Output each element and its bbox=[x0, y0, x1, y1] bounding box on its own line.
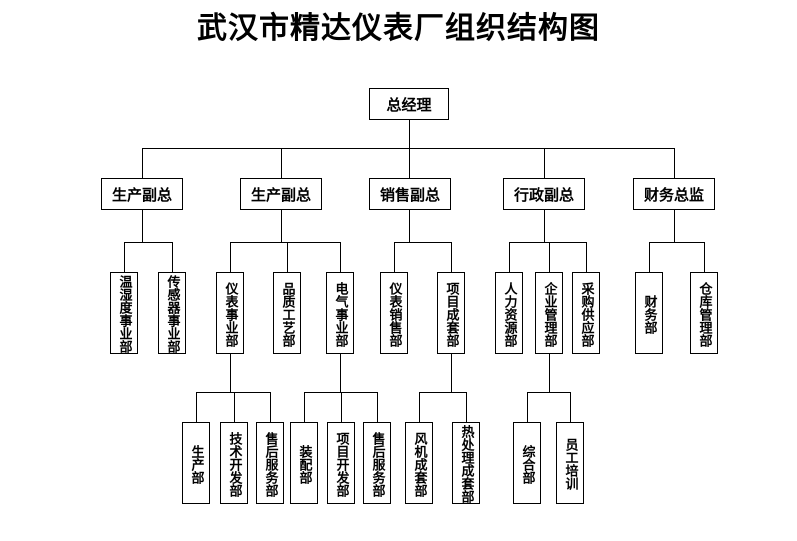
org-node-dept-temp-humid[interactable]: 温湿度事业部 bbox=[110, 272, 138, 354]
connector-drop-vp-prod-1-1 bbox=[172, 242, 173, 272]
connector-bus-vp-sales bbox=[394, 242, 451, 243]
connector-stem-dept-project-set bbox=[451, 354, 452, 392]
org-node-dept-sensor[interactable]: 传感器事业部 bbox=[158, 272, 186, 354]
connector-root-bus bbox=[142, 148, 674, 149]
connector-bus-vp-prod-2 bbox=[230, 242, 340, 243]
connector-drop-dept-enterprise-mgmt-1 bbox=[570, 392, 571, 422]
org-node-dept-project-set[interactable]: 项目成套部 bbox=[437, 272, 465, 354]
org-node-dept-assembly[interactable]: 装配部 bbox=[290, 422, 318, 504]
org-node-dept-fan-set[interactable]: 风机成套部 bbox=[405, 422, 433, 504]
org-node-dept-production[interactable]: 生产部 bbox=[182, 422, 210, 504]
org-node-dept-finance[interactable]: 财务部 bbox=[635, 272, 663, 354]
connector-stem-dept-electric bbox=[340, 354, 341, 392]
connector-drop-dept-enterprise-mgmt-0 bbox=[527, 392, 528, 422]
connector-stem-vp-admin bbox=[544, 210, 545, 242]
connector-bus-vp-prod-1 bbox=[124, 242, 172, 243]
connector-drop-vp-admin-2 bbox=[586, 242, 587, 272]
connector-bus-dept-enterprise-mgmt bbox=[527, 392, 570, 393]
org-node-cfo[interactable]: 财务总监 bbox=[633, 178, 715, 210]
connector-drop-dept-electric-1 bbox=[341, 392, 342, 422]
org-node-dept-staff-training[interactable]: 员工培训 bbox=[556, 422, 584, 504]
org-node-dept-enterprise-mgmt[interactable]: 企业管理部 bbox=[535, 272, 563, 354]
org-node-vp-admin[interactable]: 行政副总 bbox=[503, 178, 585, 210]
connector-drop-dept-project-set-1 bbox=[466, 392, 467, 422]
org-node-dept-electric[interactable]: 电气事业部 bbox=[326, 272, 354, 354]
connector-drop-dept-instrument-2 bbox=[270, 392, 271, 422]
org-node-dept-project-dev[interactable]: 项目开发部 bbox=[327, 422, 355, 504]
connector-stem-vp-sales bbox=[409, 210, 410, 242]
org-node-vp-prod-1[interactable]: 生产副总 bbox=[101, 178, 183, 210]
org-node-vp-prod-2[interactable]: 生产副总 bbox=[240, 178, 322, 210]
connector-drop-vp-sales-0 bbox=[394, 242, 395, 272]
org-node-root[interactable]: 总经理 bbox=[369, 88, 449, 120]
connector-drop-dept-project-set-0 bbox=[419, 392, 420, 422]
connector-root-drop-4 bbox=[674, 148, 675, 178]
connector-drop-vp-prod-2-0 bbox=[230, 242, 231, 272]
org-node-dept-purchasing[interactable]: 采购供应部 bbox=[572, 272, 600, 354]
org-node-dept-aftersales-1[interactable]: 售后服务部 bbox=[256, 422, 284, 504]
connector-stem-vp-prod-2 bbox=[281, 210, 282, 242]
org-node-dept-rnd[interactable]: 技术开发部 bbox=[220, 422, 248, 504]
org-node-dept-instrument-sales[interactable]: 仪表销售部 bbox=[380, 272, 408, 354]
connector-stem-dept-instrument bbox=[230, 354, 231, 392]
connector-root-stem bbox=[409, 120, 410, 148]
connector-bus-dept-project-set bbox=[419, 392, 466, 393]
org-node-dept-heat-treat-set[interactable]: 热处理成套部 bbox=[452, 422, 480, 504]
connector-drop-cfo-0 bbox=[649, 242, 650, 272]
page-title: 武汉市精达仪表厂组织结构图 bbox=[197, 11, 600, 46]
connector-bus-vp-admin bbox=[509, 242, 586, 243]
connector-root-drop-3 bbox=[544, 148, 545, 178]
connector-root-drop-1 bbox=[281, 148, 282, 178]
connector-root-drop-2 bbox=[409, 148, 410, 178]
connector-drop-vp-admin-1 bbox=[549, 242, 550, 272]
org-node-dept-warehouse[interactable]: 仓库管理部 bbox=[690, 272, 718, 354]
connector-drop-dept-instrument-1 bbox=[234, 392, 235, 422]
connector-bus-dept-electric bbox=[304, 392, 377, 393]
connector-drop-cfo-1 bbox=[704, 242, 705, 272]
connector-drop-vp-admin-0 bbox=[509, 242, 510, 272]
connector-bus-dept-instrument bbox=[196, 392, 270, 393]
connector-drop-vp-sales-1 bbox=[451, 242, 452, 272]
connector-drop-vp-prod-1-0 bbox=[124, 242, 125, 272]
connector-drop-dept-electric-0 bbox=[304, 392, 305, 422]
connector-bus-cfo bbox=[649, 242, 704, 243]
connector-stem-cfo bbox=[674, 210, 675, 242]
connector-drop-vp-prod-2-1 bbox=[287, 242, 288, 272]
connector-stem-vp-prod-1 bbox=[142, 210, 143, 242]
org-node-dept-instrument[interactable]: 仪表事业部 bbox=[216, 272, 244, 354]
org-node-dept-aftersales-2[interactable]: 售后服务部 bbox=[363, 422, 391, 504]
org-node-dept-hr[interactable]: 人力资源部 bbox=[495, 272, 523, 354]
connector-drop-dept-instrument-0 bbox=[196, 392, 197, 422]
connector-drop-dept-electric-2 bbox=[377, 392, 378, 422]
connector-stem-dept-enterprise-mgmt bbox=[549, 354, 550, 392]
org-node-dept-general-affairs[interactable]: 综合部 bbox=[513, 422, 541, 504]
org-node-vp-sales[interactable]: 销售副总 bbox=[369, 178, 451, 210]
org-node-dept-quality[interactable]: 品质工艺部 bbox=[273, 272, 301, 354]
connector-drop-vp-prod-2-2 bbox=[340, 242, 341, 272]
connector-root-drop-0 bbox=[142, 148, 143, 178]
